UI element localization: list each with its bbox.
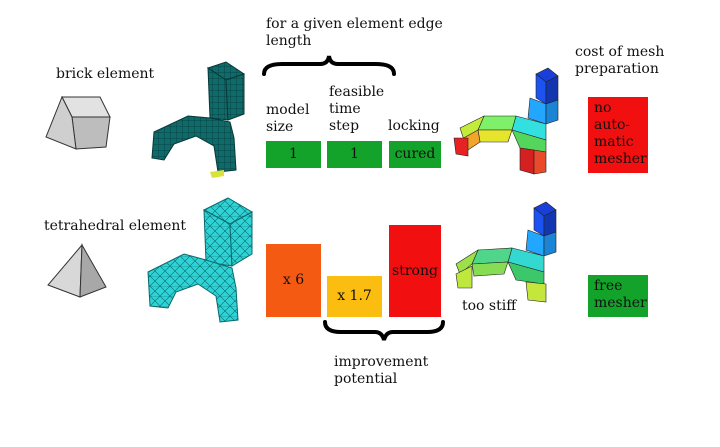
brick-result-model <box>453 67 559 175</box>
tet-locking-box: strong <box>389 225 441 317</box>
brick-cost-box: no auto-matic mesher <box>588 97 648 173</box>
column-locking: locking <box>388 118 440 134</box>
brick-element-icon <box>45 95 111 150</box>
tetrahedral-element-icon <box>47 243 107 298</box>
tet-result-model <box>455 201 557 303</box>
row-label-tetrahedral-element: tetrahedral element <box>44 218 187 234</box>
header-cost-of-mesh-preparation: cost of mesh preparation <box>575 44 665 77</box>
bottom-brace <box>323 320 445 341</box>
tet-model-size-bar: x 6 <box>266 244 321 317</box>
brick-model-size-box: 1 <box>266 141 321 168</box>
tet-mesh-model <box>147 197 254 323</box>
tet-time-step-bar: x 1.7 <box>327 276 382 317</box>
top-brace <box>262 55 396 76</box>
brick-locking-box: cured <box>389 141 441 168</box>
too-stiff-label: too stiff <box>462 298 517 314</box>
improvement-potential-label: improvement potential <box>334 354 429 387</box>
tet-cost-box: free mesher <box>588 275 648 317</box>
row-label-brick-element: brick element <box>56 66 155 82</box>
column-feasible-time-step: feasible time step <box>329 84 385 134</box>
column-model-size: model size <box>266 102 310 135</box>
header-given-element-edge-length: for a given element edge length <box>266 16 443 49</box>
brick-time-step-box: 1 <box>327 141 382 168</box>
brick-mesh-model <box>151 61 246 178</box>
